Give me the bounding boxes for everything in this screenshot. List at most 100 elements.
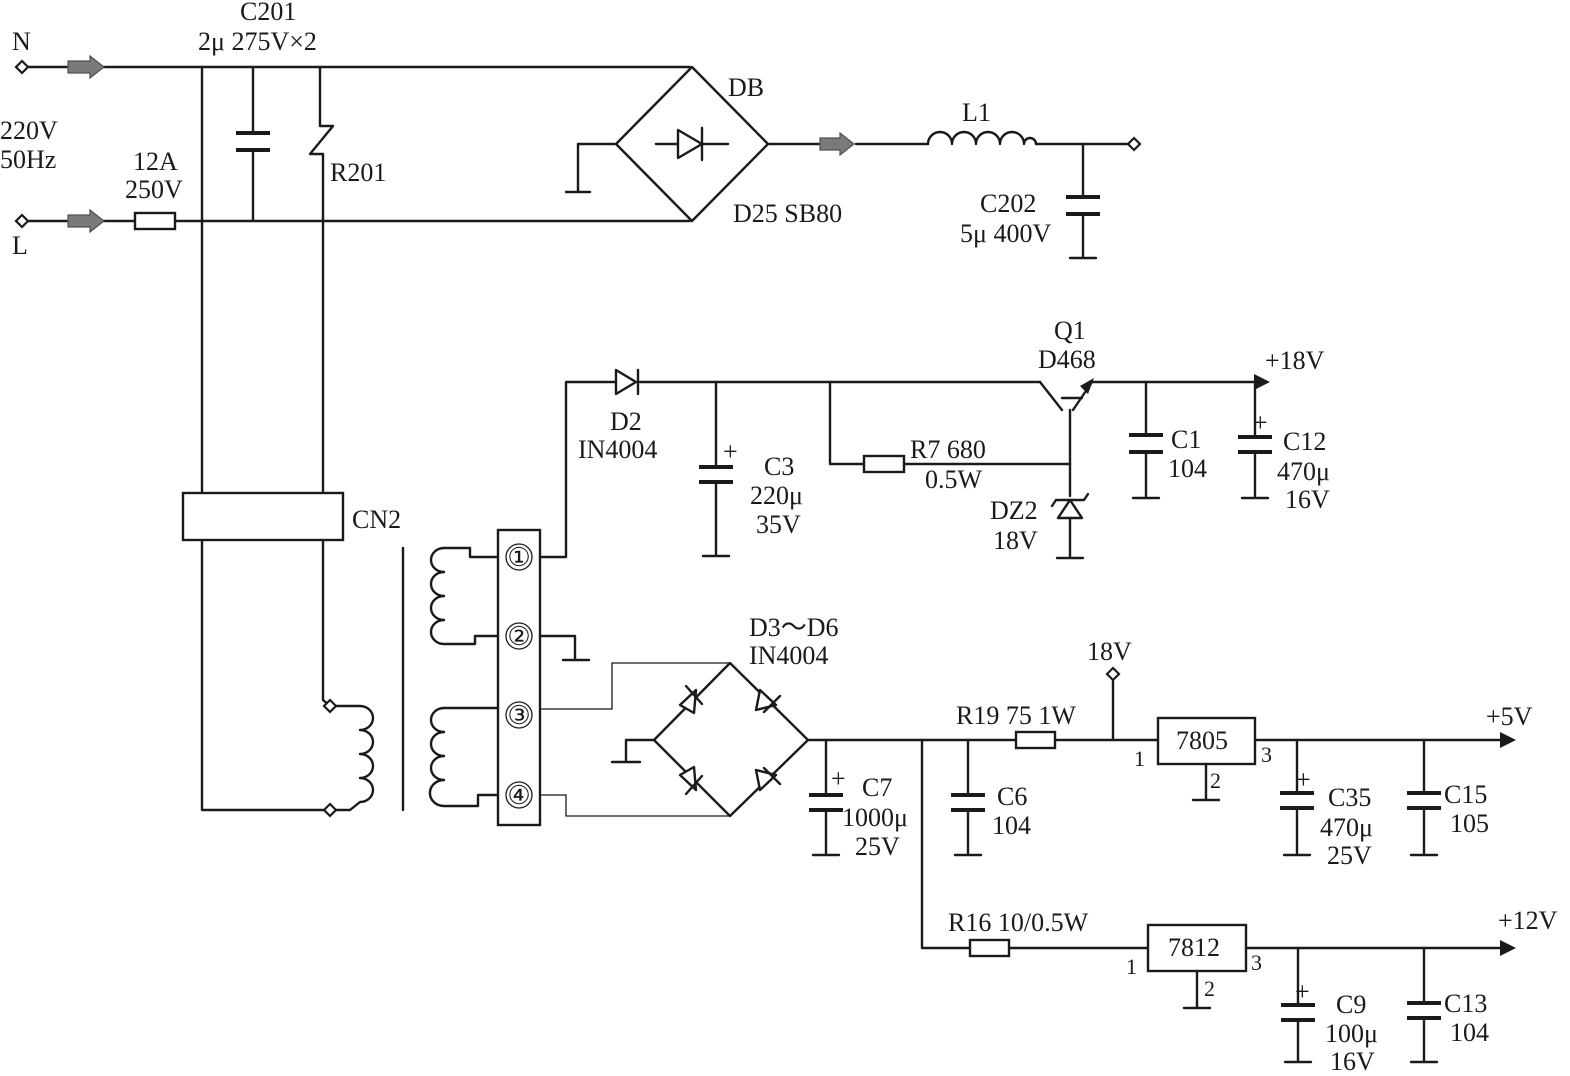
c3-ref: C3 bbox=[764, 452, 794, 481]
db-ref: DB bbox=[728, 73, 764, 102]
c9-capacitor bbox=[1281, 1003, 1315, 1022]
d2-ref: D2 bbox=[610, 407, 642, 436]
pin-1-label: ① bbox=[507, 543, 530, 572]
c7-value: 1000μ bbox=[842, 803, 908, 832]
c7-capacitor bbox=[809, 793, 843, 812]
transformer-pin-strip bbox=[496, 528, 542, 827]
u7812-pin3: 3 bbox=[1251, 950, 1262, 975]
mains-voltage: 220V bbox=[0, 116, 58, 145]
u7805-part: 7805 bbox=[1176, 726, 1228, 755]
c9-ref: C9 bbox=[1336, 990, 1366, 1019]
l-flow-arrow bbox=[67, 208, 105, 234]
fuse-current: 12A bbox=[133, 147, 178, 176]
r19-ref: R19 75 1W bbox=[956, 701, 1076, 730]
d2-diode bbox=[614, 368, 638, 396]
cn2-connector bbox=[181, 491, 345, 542]
c12-value: 470μ bbox=[1277, 457, 1330, 486]
db-flow-arrow bbox=[819, 131, 855, 157]
bridge-db bbox=[564, 65, 1142, 260]
n-flow-arrow bbox=[67, 54, 105, 80]
n-terminal bbox=[14, 59, 30, 75]
r16-ref: R16 10/0.5W bbox=[948, 908, 1089, 937]
l1-inductor bbox=[926, 130, 1038, 146]
l-label: L bbox=[12, 231, 28, 260]
c9-voltage: 16V bbox=[1330, 1047, 1375, 1076]
c1-capacitor bbox=[1129, 433, 1163, 454]
u7805-pin3: 3 bbox=[1261, 742, 1272, 767]
c3-plus: + bbox=[723, 437, 738, 466]
d3d6-ref: D3～D6 bbox=[749, 613, 839, 642]
tp18-terminal bbox=[1105, 666, 1121, 682]
secondary-winding-2 bbox=[428, 706, 500, 808]
l-terminal bbox=[14, 213, 30, 229]
c202-value: 5μ 400V bbox=[960, 219, 1051, 248]
primary-winding bbox=[334, 704, 375, 812]
c9-value: 100μ bbox=[1325, 1019, 1378, 1048]
d2-part: IN4004 bbox=[578, 435, 657, 464]
c202-ref: C202 bbox=[980, 189, 1036, 218]
u7812-pin1: 1 bbox=[1126, 954, 1137, 979]
c13-value: 104 bbox=[1450, 1018, 1489, 1047]
l1-output-terminal bbox=[1126, 136, 1142, 152]
n-label: N bbox=[12, 27, 31, 56]
c12-ref: C12 bbox=[1283, 427, 1326, 456]
c15-ref: C15 bbox=[1444, 780, 1487, 809]
out5-label: +5V bbox=[1486, 702, 1533, 731]
c7-plus: + bbox=[831, 764, 846, 793]
dz2-zener bbox=[1056, 498, 1084, 520]
c35-value: 470μ bbox=[1320, 813, 1373, 842]
c35-ref: C35 bbox=[1328, 783, 1371, 812]
mains-frequency: 50Hz bbox=[0, 145, 56, 174]
c35-capacitor bbox=[1280, 791, 1314, 810]
c3-voltage: 35V bbox=[756, 510, 801, 539]
out18-arrow bbox=[1254, 374, 1270, 390]
r16-resistor bbox=[968, 938, 1011, 958]
out18-label: +18V bbox=[1265, 346, 1325, 375]
d3d6-part: IN4004 bbox=[749, 641, 828, 670]
u7812-pin2: 2 bbox=[1204, 976, 1215, 1001]
c15-value: 105 bbox=[1450, 809, 1489, 838]
pin-4-label: ④ bbox=[507, 781, 530, 810]
r7-power: 0.5W bbox=[925, 465, 983, 494]
c12-capacitor bbox=[1238, 435, 1272, 454]
c202-capacitor bbox=[1066, 195, 1100, 216]
tp18-label: 18V bbox=[1087, 637, 1132, 666]
r19-resistor bbox=[1014, 730, 1057, 750]
q1-ref: Q1 bbox=[1054, 316, 1086, 345]
c1-ref: C1 bbox=[1171, 425, 1201, 454]
c13-ref: C13 bbox=[1444, 989, 1487, 1018]
c9-plus: + bbox=[1295, 977, 1310, 1006]
c201-capacitor bbox=[236, 131, 270, 152]
db-part: D25 SB80 bbox=[733, 199, 842, 228]
c6-value: 104 bbox=[992, 811, 1031, 840]
c35-voltage: 25V bbox=[1327, 841, 1372, 870]
cn2-ref: CN2 bbox=[352, 505, 401, 534]
supply-5v-12v bbox=[806, 666, 1516, 1064]
mains-input bbox=[14, 54, 692, 812]
c12-voltage: 16V bbox=[1285, 485, 1330, 514]
c6-ref: C6 bbox=[997, 782, 1027, 811]
out12-arrow bbox=[1500, 940, 1516, 956]
c12-plus: + bbox=[1253, 408, 1268, 437]
u7805-regulator bbox=[1156, 716, 1257, 766]
c35-plus: + bbox=[1296, 765, 1311, 794]
r7-ref: R7 680 bbox=[910, 435, 986, 464]
r201-ref: R201 bbox=[330, 158, 386, 187]
c201-ref: C201 bbox=[240, 0, 296, 26]
out5-arrow bbox=[1500, 732, 1516, 748]
c201-value: 2μ 275V×2 bbox=[198, 27, 317, 56]
secondary-winding-1 bbox=[429, 546, 500, 646]
c3-capacitor bbox=[699, 465, 733, 484]
u7805-pin1: 1 bbox=[1134, 746, 1145, 771]
c6-capacitor bbox=[951, 793, 985, 812]
c1-value: 104 bbox=[1168, 454, 1207, 483]
c15-capacitor bbox=[1407, 791, 1441, 810]
bridge-d3-d6 bbox=[538, 634, 810, 818]
fuse bbox=[133, 211, 177, 231]
fuse-voltage: 250V bbox=[125, 175, 183, 204]
r201-varistor bbox=[308, 65, 335, 223]
c7-voltage: 25V bbox=[855, 832, 900, 861]
